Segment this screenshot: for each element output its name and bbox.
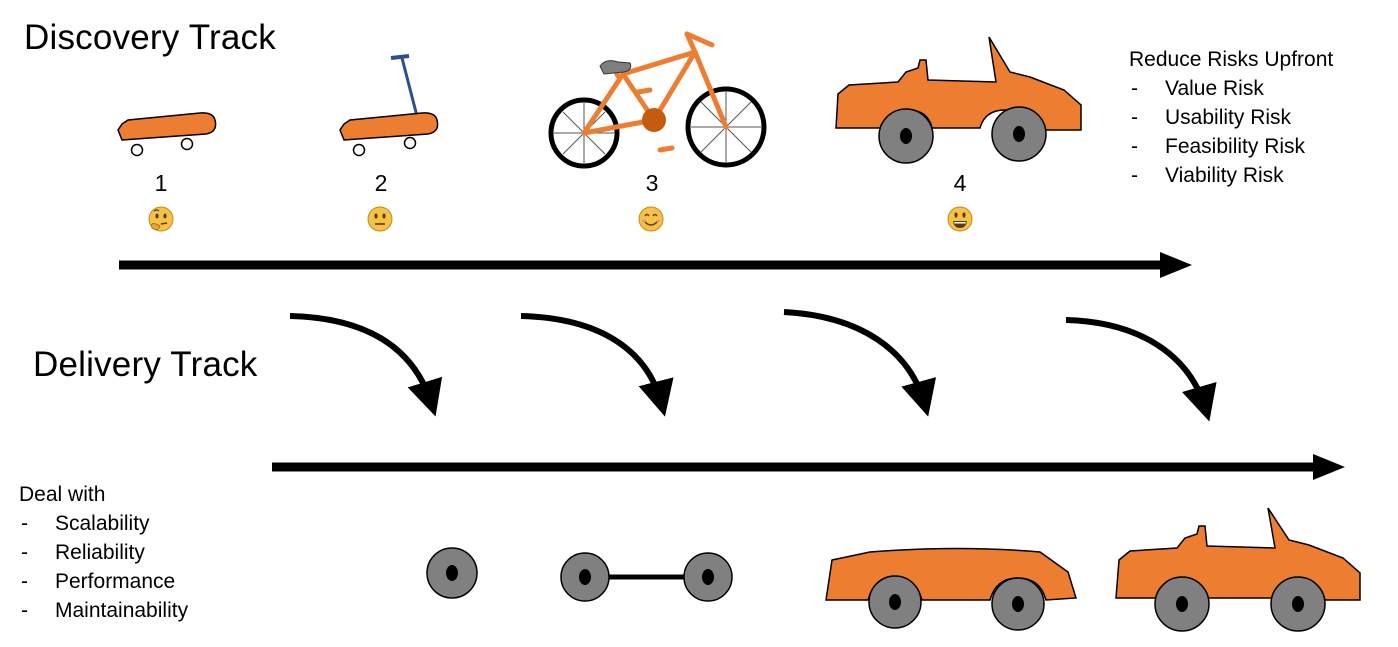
scooter-icon	[339, 54, 439, 157]
concerns-heading: Deal with	[19, 483, 106, 506]
smiling-face-icon	[638, 206, 664, 232]
discovery-track-arrow	[119, 252, 1192, 278]
concern-item: -Scalability	[21, 512, 150, 535]
risks-heading: Reduce Risks Upfront	[1129, 48, 1334, 71]
handoff-arrow	[783, 309, 937, 417]
step-number-1: 1	[154, 170, 168, 196]
axle-icon	[560, 552, 733, 602]
step-number-2: 2	[374, 170, 388, 196]
convertible-car-icon	[1115, 507, 1361, 632]
concern-item: -Reliability	[21, 541, 145, 564]
delivery-track-arrow	[272, 454, 1345, 480]
grinning-face-icon	[947, 206, 973, 232]
step-number-4: 4	[953, 170, 967, 196]
step-number-3: 3	[645, 170, 659, 196]
delivery-track-title: Delivery Track	[33, 345, 258, 384]
handoff-arrow	[520, 313, 674, 417]
bicycle-icon	[548, 31, 767, 169]
skateboard-icon	[117, 112, 217, 157]
risk-item: -Usability Risk	[1131, 106, 1292, 129]
wheel-icon	[426, 547, 478, 599]
concerns-list: Deal with -Scalability -Reliability -Per…	[19, 480, 188, 625]
concern-item: -Maintainability	[21, 599, 189, 622]
neutral-face-icon	[367, 206, 393, 232]
convertible-car-icon	[835, 36, 1082, 164]
thinking-face-icon	[148, 206, 174, 232]
risk-item: -Value Risk	[1131, 77, 1264, 100]
discovery-track-title: Discovery Track	[24, 18, 276, 57]
risks-list: Reduce Risks Upfront -Value Risk -Usabil…	[1129, 45, 1333, 190]
car-body-icon	[825, 547, 1077, 631]
handoff-arrow	[289, 313, 443, 417]
concern-item: -Performance	[21, 570, 176, 593]
handoff-arrow	[1065, 317, 1217, 422]
risk-item: -Viability Risk	[1131, 164, 1284, 187]
risk-item: -Feasibility Risk	[1131, 135, 1306, 158]
